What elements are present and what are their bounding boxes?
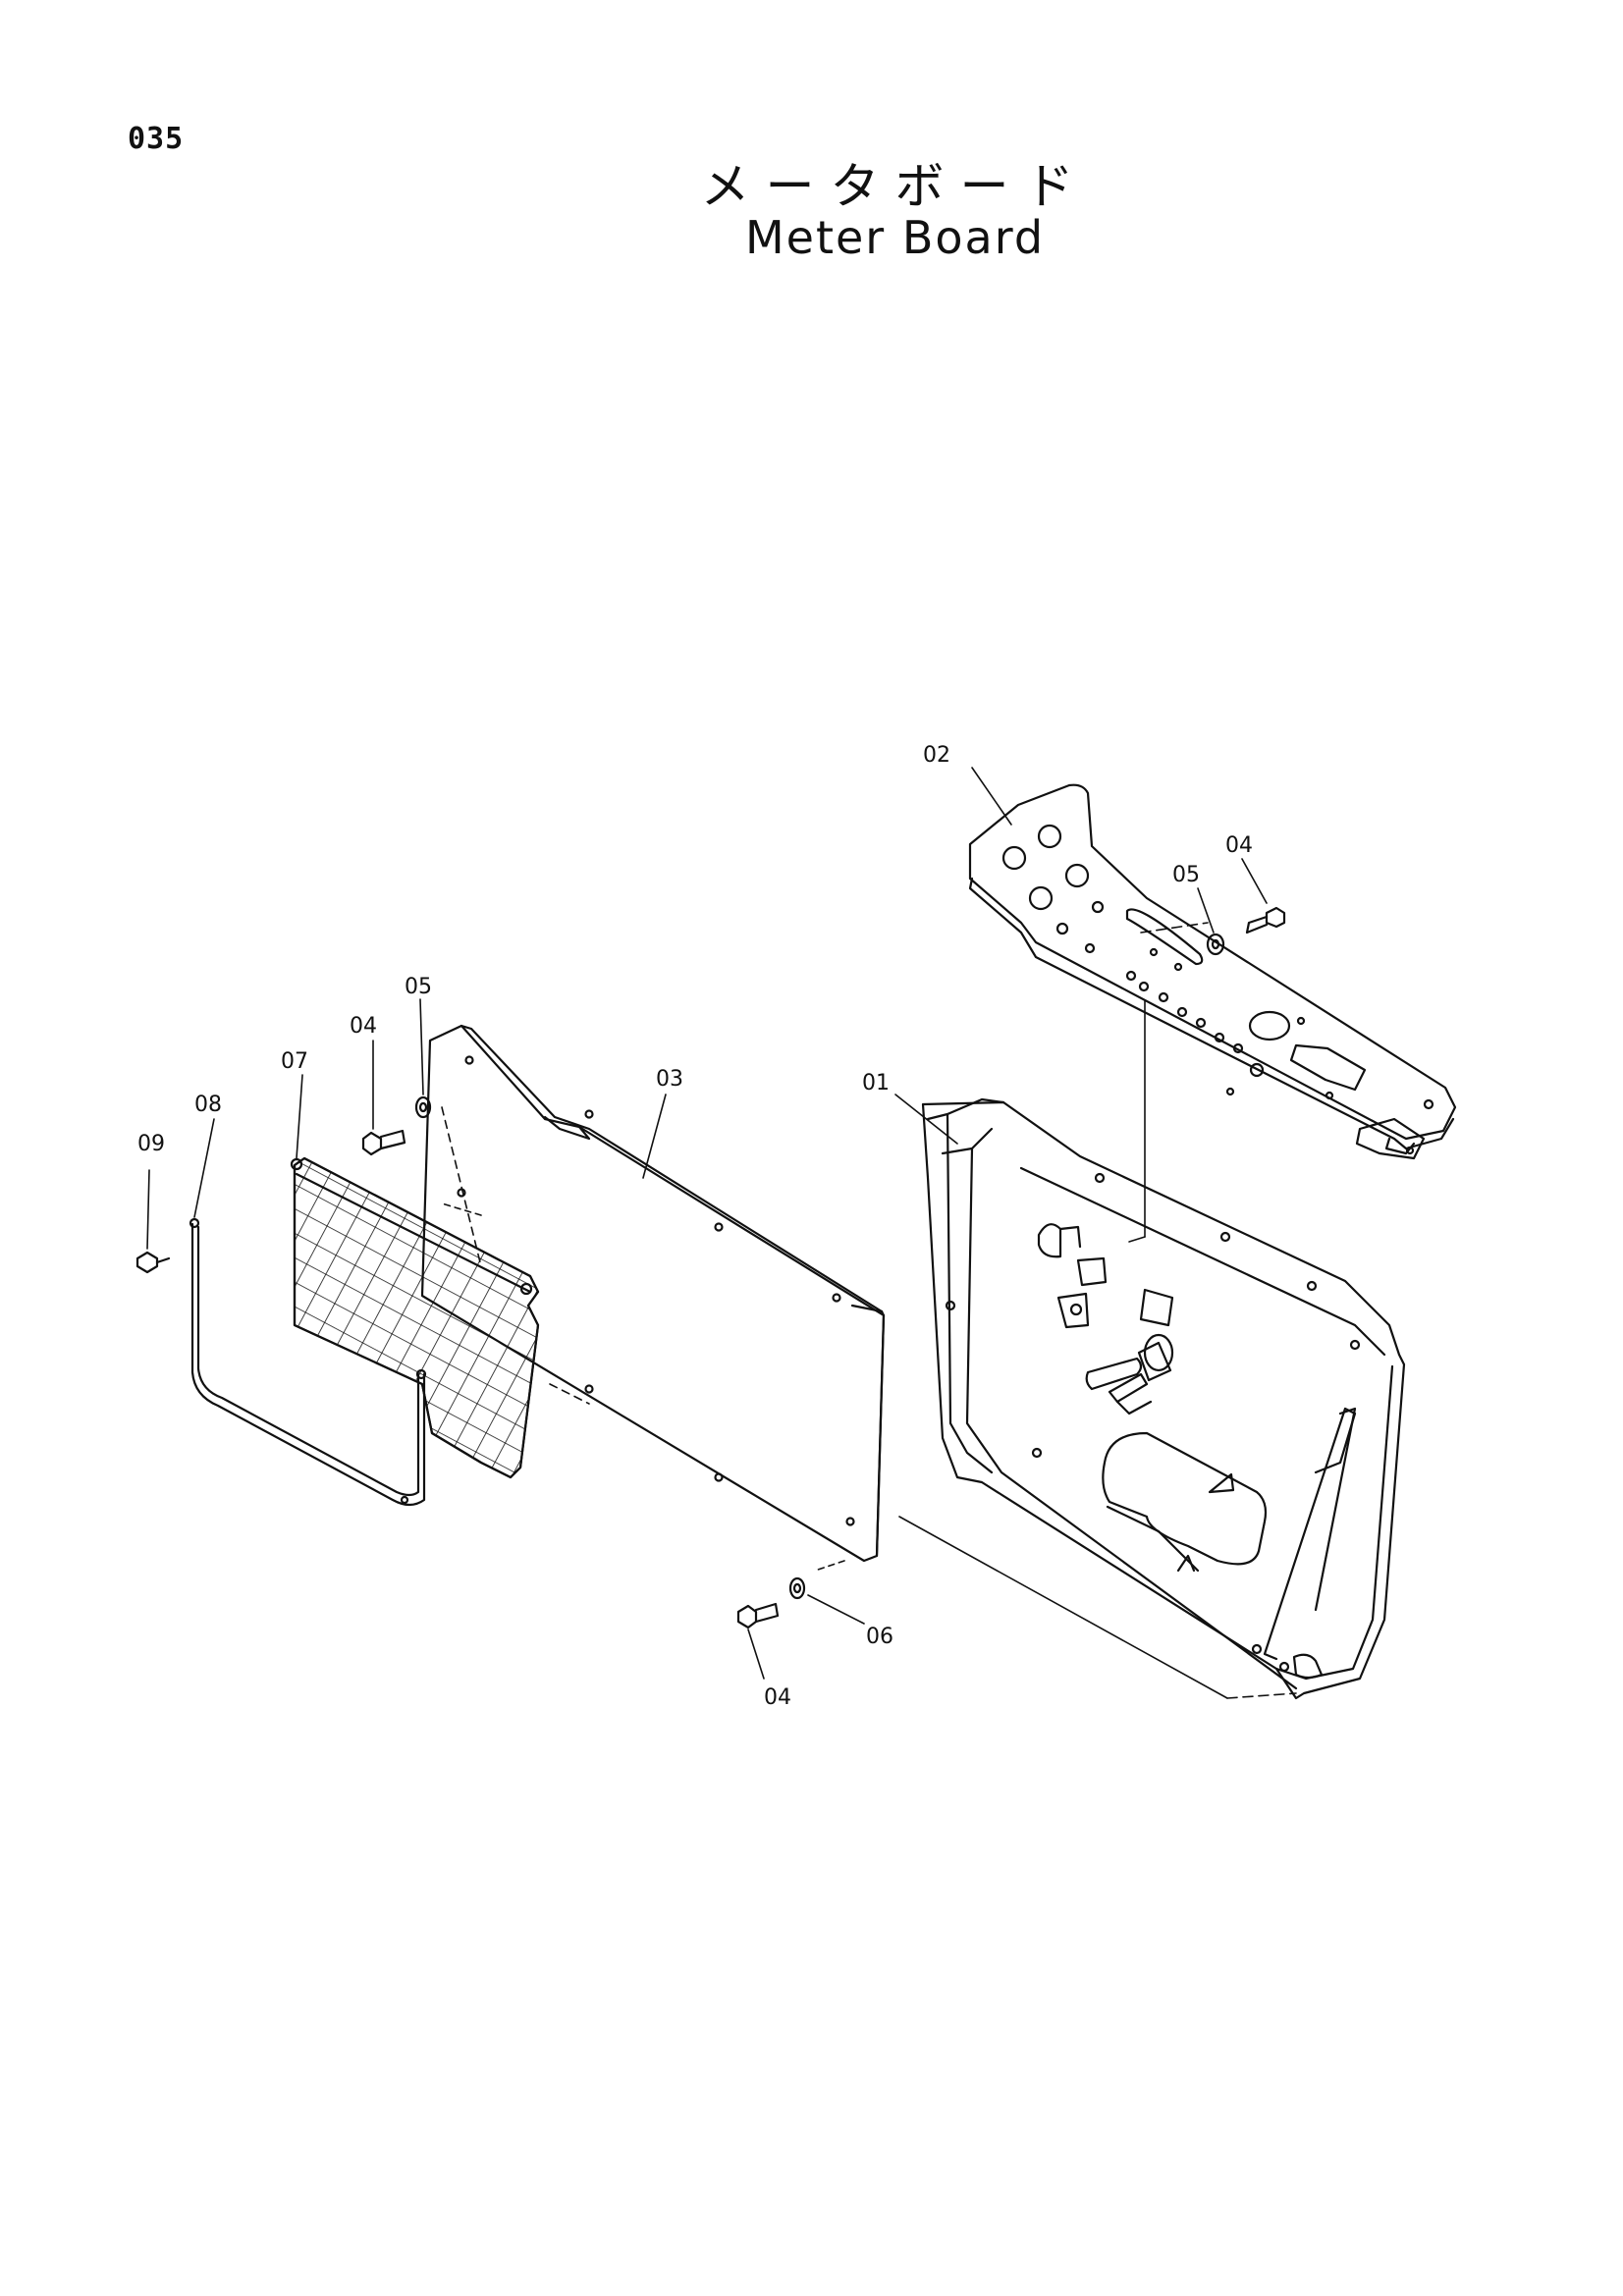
page-number: 035 (128, 122, 185, 156)
callout-leaders (146, 767, 1268, 1680)
callout-03: 03 (656, 1067, 683, 1092)
callout-05-upper-left: 05 (405, 975, 432, 999)
part-05-washer-upper-right (1206, 933, 1225, 956)
callout-04-lower: 04 (764, 1685, 791, 1710)
title-japanese: メータボード (700, 158, 1090, 215)
callout-08: 08 (194, 1093, 222, 1117)
part-01-board-housing (921, 1097, 1406, 1700)
part-08-frame-rod (189, 1217, 427, 1507)
callout-01: 01 (862, 1071, 890, 1095)
callout-06: 06 (866, 1625, 893, 1649)
part-06-washer-lower (788, 1576, 806, 1600)
callout-02: 02 (923, 743, 950, 768)
part-05-washer-upper-left (414, 1095, 432, 1119)
callout-04-upper-left: 04 (350, 1014, 377, 1039)
callout-09: 09 (137, 1132, 165, 1156)
part-07-mesh-net (290, 1156, 540, 1479)
part-02-meter-panel (968, 783, 1457, 1160)
part-03-cover-plate (420, 1024, 886, 1563)
callout-05-upper-right: 05 (1172, 863, 1200, 887)
callout-labels: 02 04 05 05 04 07 03 01 08 09 06 04 (137, 743, 1253, 1710)
assembly-guide-lines (441, 922, 1297, 1699)
callout-04-upper-right: 04 (1225, 833, 1253, 858)
part-04-bolt-upper-right (1245, 906, 1286, 934)
part-09-screw (135, 1251, 171, 1274)
part-04-bolt-upper-left (361, 1129, 406, 1156)
callout-07: 07 (281, 1049, 308, 1074)
part-04-bolt-lower (736, 1602, 780, 1629)
title-english: Meter Board (744, 211, 1046, 264)
